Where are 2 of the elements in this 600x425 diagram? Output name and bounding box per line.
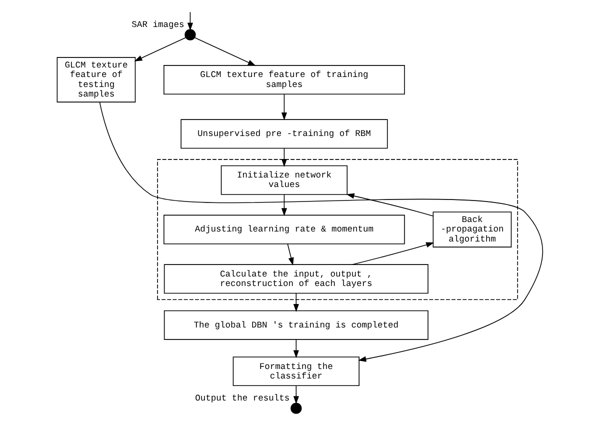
node-label: SAR images — [132, 20, 184, 30]
node-label: Output the results — [195, 394, 290, 404]
